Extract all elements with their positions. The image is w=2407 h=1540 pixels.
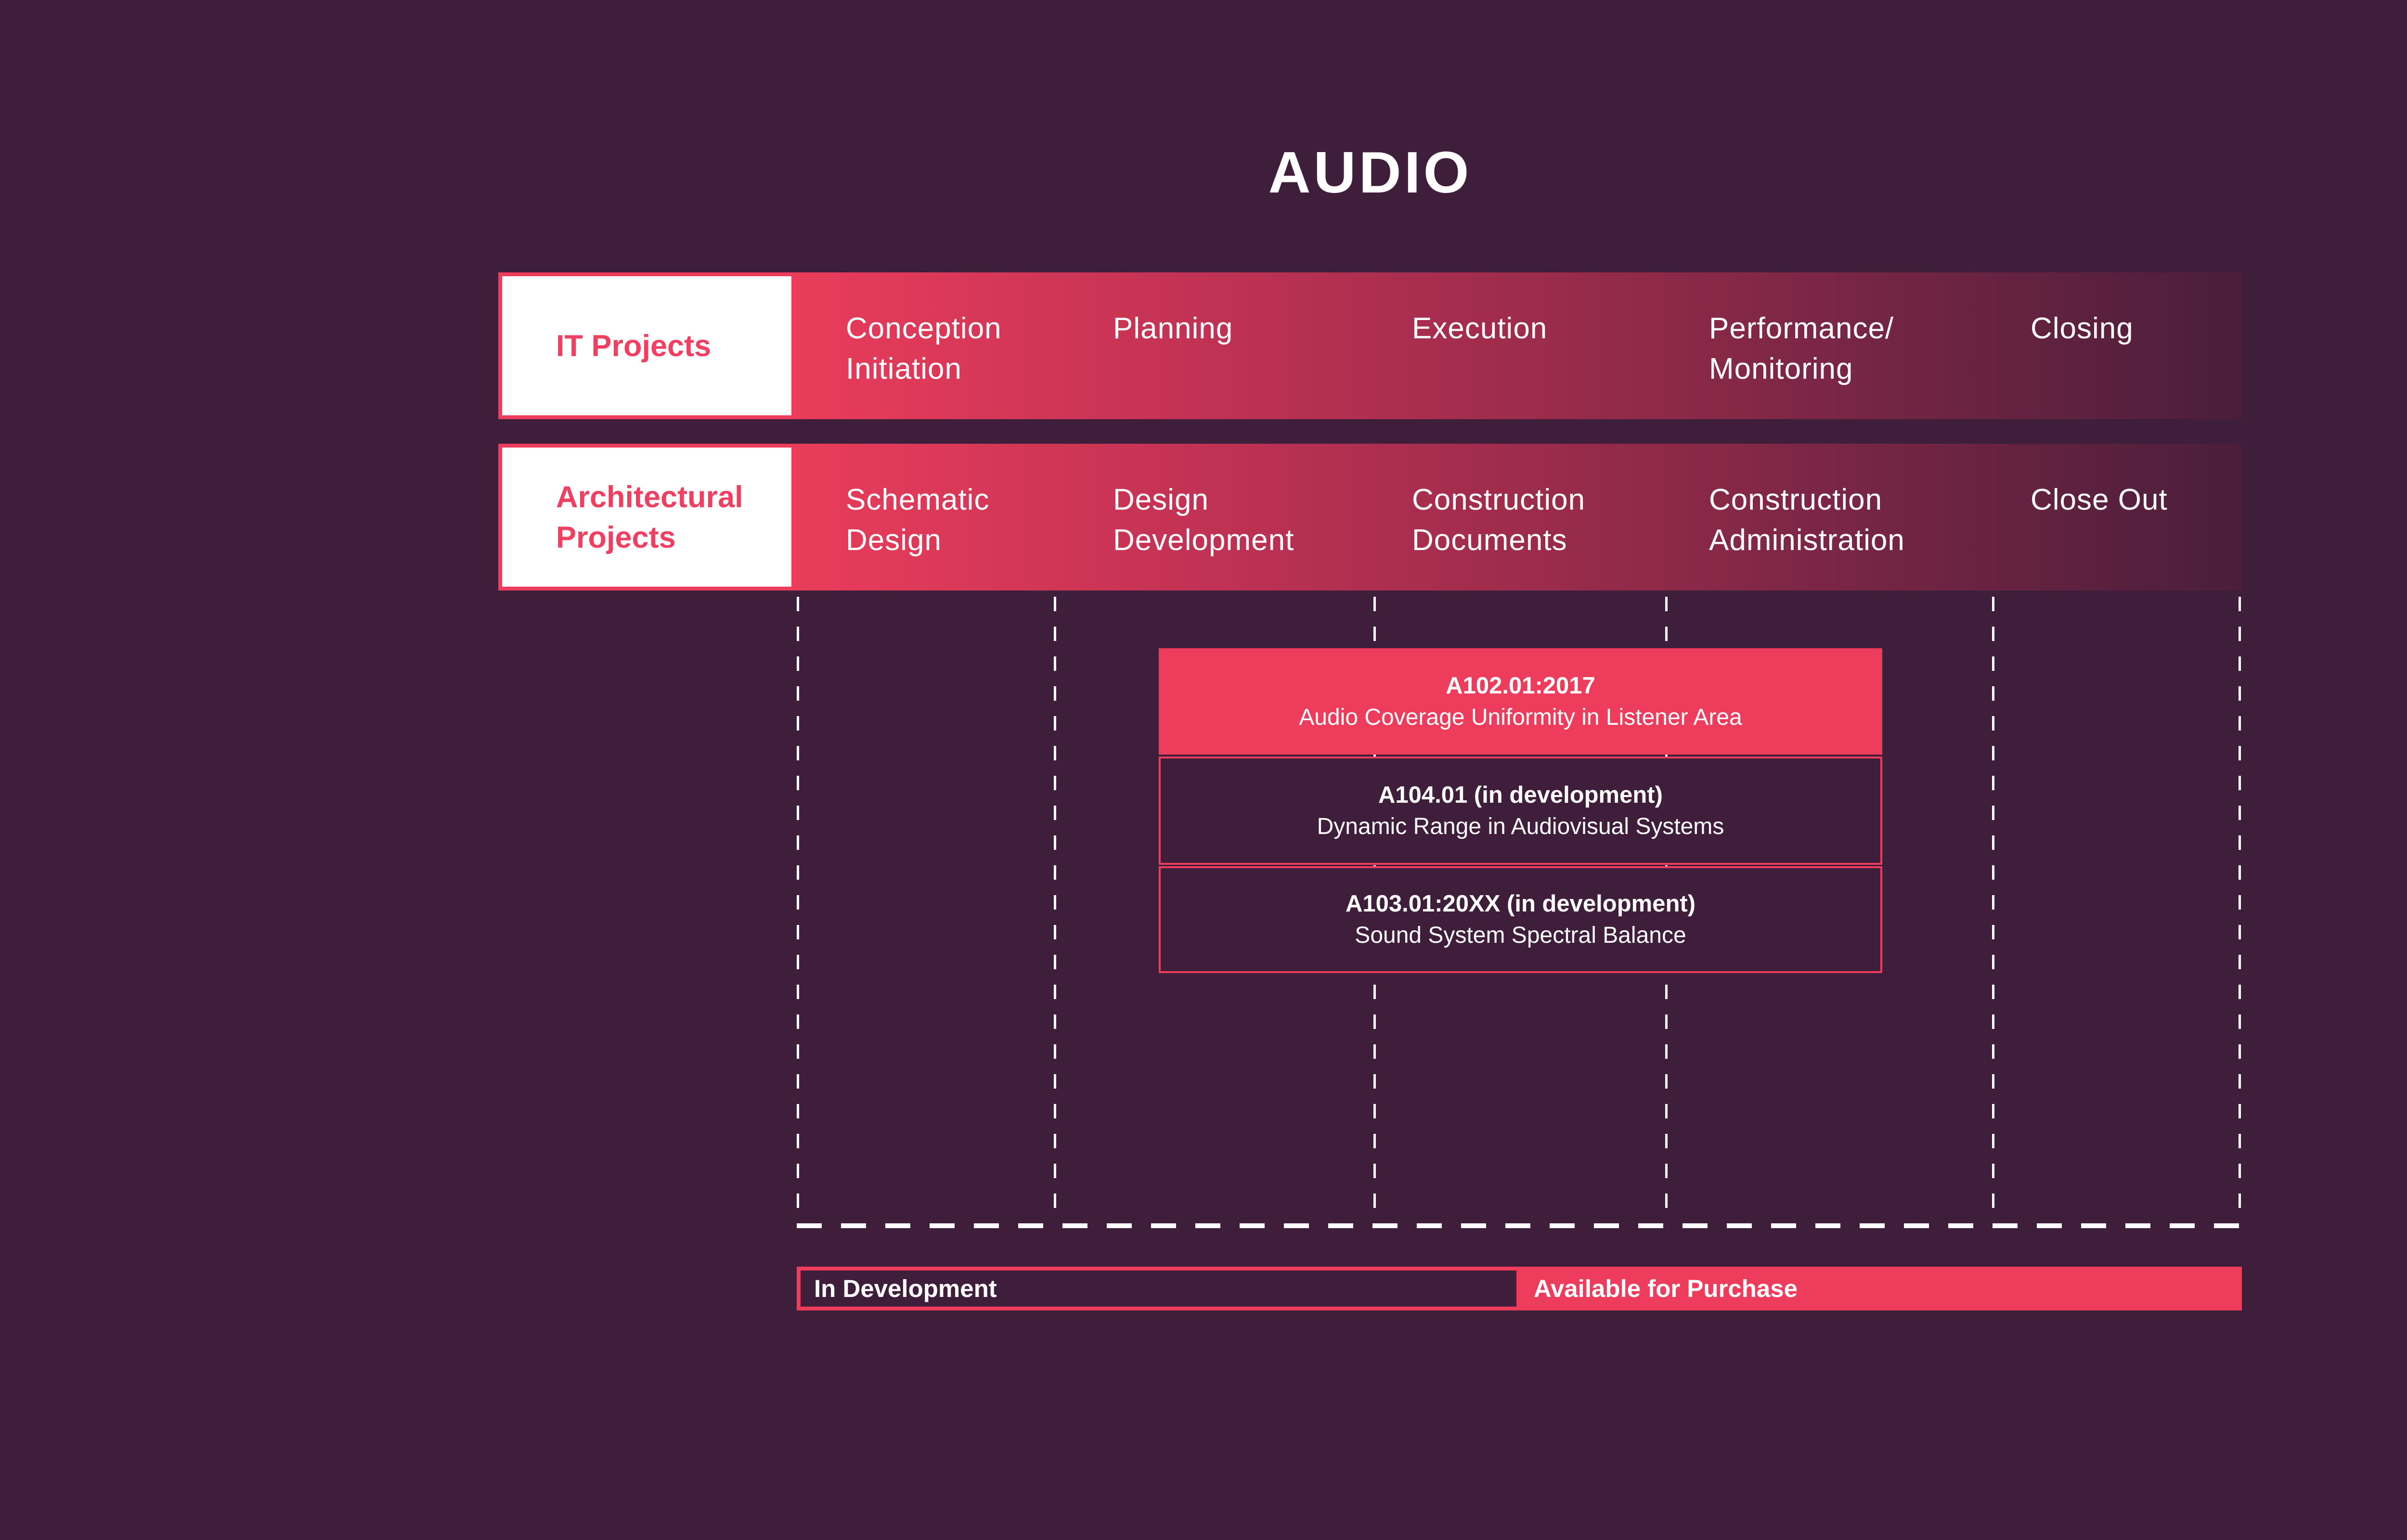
it-projects-label: IT Projects: [556, 329, 712, 363]
it-projects-label-box: IT Projects: [498, 272, 795, 419]
phase-conception-initiation: Conception Initiation: [846, 312, 1002, 385]
standard-name: Dynamic Range in Audiovisual Systems: [1317, 813, 1724, 839]
grid-dashed-line-6: [2239, 597, 2241, 1223]
phase-schematic-design: Schematic Design: [846, 483, 990, 557]
standard-a103-box: A103.01:20XX (in development) Sound Syst…: [1159, 866, 1882, 973]
phase-close-out: Close Out: [2031, 483, 2168, 516]
it-projects-row: IT Projects Conception Initiation Planni…: [498, 272, 2242, 419]
grid-dashed-line-5: [1992, 597, 1994, 1223]
standard-code: A103.01:20XX (in development): [1345, 891, 1696, 917]
standard-name: Audio Coverage Uniformity in Listener Ar…: [1299, 704, 1742, 730]
legend: In Development Available for Purchase: [797, 1267, 2242, 1310]
legend-in-development-label: In Development: [814, 1275, 997, 1302]
phase-execution: Execution: [1412, 312, 1548, 345]
standard-code: A104.01 (in development): [1378, 782, 1663, 808]
architectural-projects-label-box: Architectural Projects: [498, 444, 795, 590]
grid-dashed-line-2: [1054, 597, 1056, 1223]
grid-dashed-line-1: [797, 597, 799, 1223]
legend-available-for-purchase-label: Available for Purchase: [1534, 1275, 1798, 1302]
standard-a104-box: A104.01 (in development) Dynamic Range i…: [1159, 757, 1882, 865]
phase-construction-documents: Construction Documents: [1412, 483, 1586, 557]
standard-code: A102.01:2017: [1446, 672, 1595, 699]
phase-planning: Planning: [1113, 312, 1233, 345]
standard-name: Sound System Spectral Balance: [1355, 923, 1686, 948]
architectural-projects-label: Architectural Projects: [556, 480, 743, 554]
architectural-projects-row: Architectural Projects Schematic Design …: [498, 444, 2242, 590]
phase-construction-administration: Construction Administration: [1709, 483, 1905, 557]
phase-design-development: Design Development: [1113, 483, 1294, 557]
standard-a102-box: A102.01:2017 Audio Coverage Uniformity i…: [1159, 648, 1882, 755]
page-title: AUDIO: [1268, 140, 1472, 205]
phase-performance-monitoring: Performance/ Monitoring: [1709, 312, 1894, 385]
grid-dashed-baseline: [797, 1223, 2242, 1228]
phase-closing: Closing: [2031, 312, 2134, 345]
legend-in-development: In Development: [797, 1267, 1520, 1310]
legend-available-for-purchase: Available for Purchase: [1520, 1267, 2242, 1310]
